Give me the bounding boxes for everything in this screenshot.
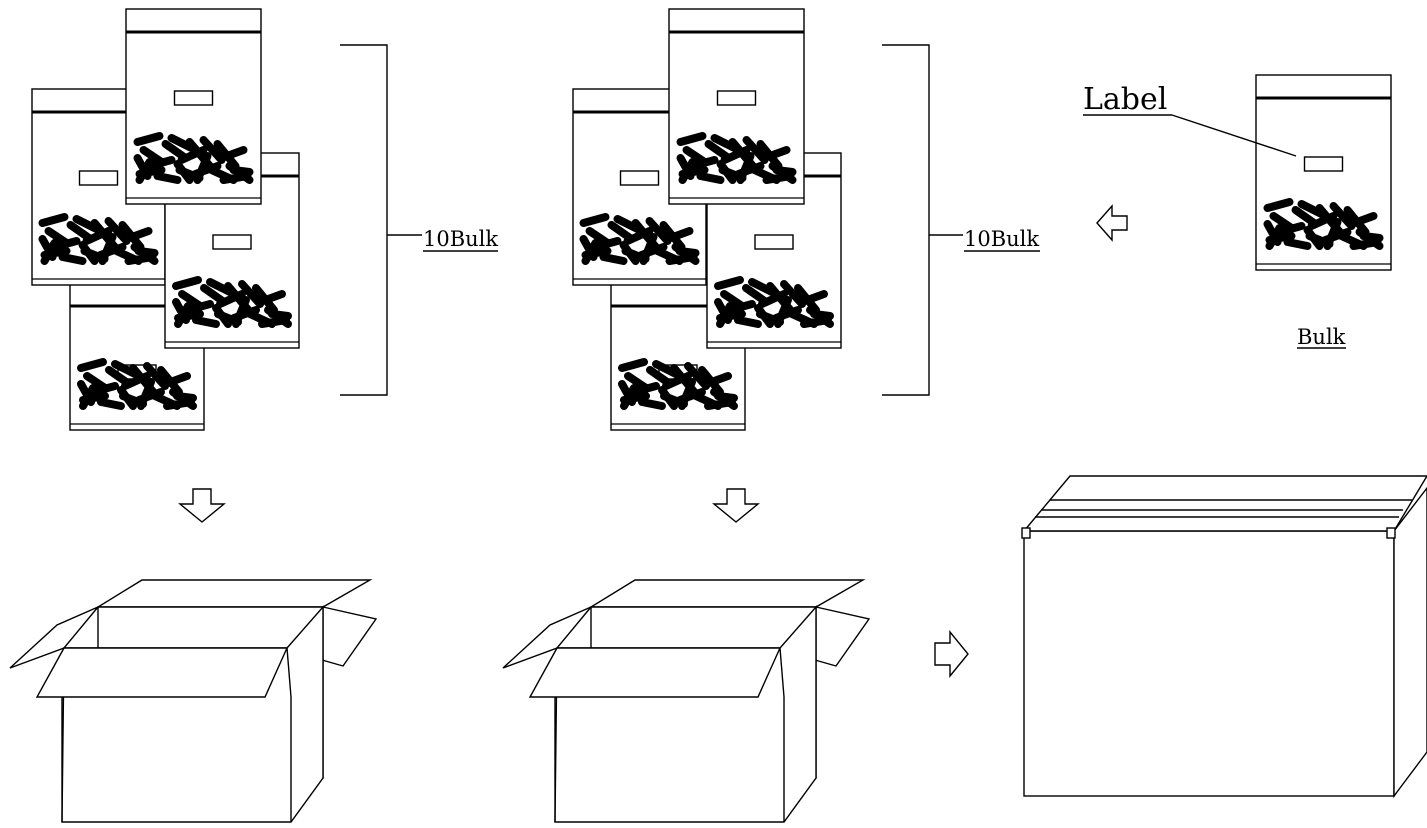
single-bulk-bag [1256, 75, 1391, 270]
bulk-bag-stack-middle [573, 9, 841, 430]
label-callout-text: Label [1083, 82, 1167, 117]
bulk-bag [669, 9, 804, 204]
arrow-right-icon [935, 632, 968, 676]
single-bag-caption: Bulk [1297, 325, 1346, 349]
bracket-left [340, 45, 422, 395]
sealed-carton [1022, 476, 1427, 796]
bulk-bag [126, 9, 261, 204]
bulk-bag-stack-left [32, 9, 299, 430]
group-label-left: 10Bulk [423, 227, 498, 251]
bracket-middle [882, 45, 963, 395]
open-carton-middle [503, 580, 869, 822]
arrow-left-icon [1097, 206, 1127, 240]
arrow-down-icon [714, 489, 758, 522]
bulk-bag [1256, 75, 1391, 270]
group-label-middle: 10Bulk [964, 227, 1039, 251]
arrow-down-icon [180, 489, 224, 522]
open-carton-left [10, 580, 376, 822]
